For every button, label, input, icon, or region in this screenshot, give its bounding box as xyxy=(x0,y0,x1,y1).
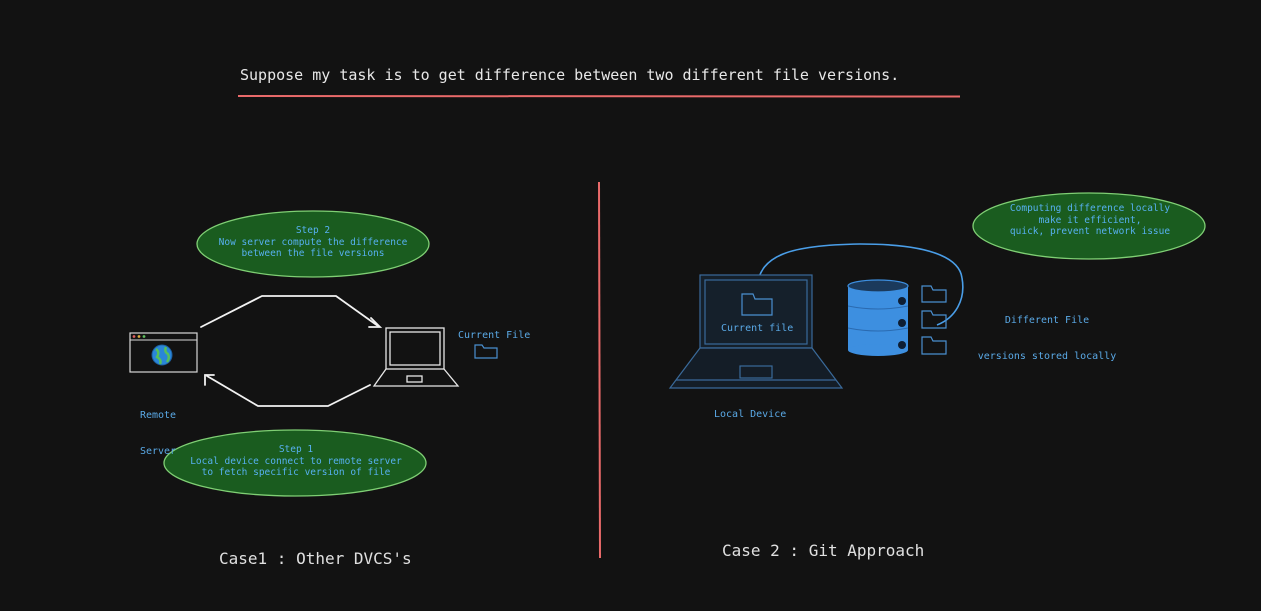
laptop-icon xyxy=(372,327,460,387)
laptop-current-file-label: Current file xyxy=(721,323,794,334)
version-folder-icons xyxy=(921,285,947,355)
laptop-db-connector xyxy=(756,243,964,326)
efficiency-text: Computing difference locally make it eff… xyxy=(974,203,1206,238)
step1-line2: to fetch specific version of file xyxy=(201,467,391,478)
remote-server-line2: Server xyxy=(139,446,177,457)
step2-line1: Now server compute the difference xyxy=(218,236,408,248)
efficiency-bubble xyxy=(972,192,1206,260)
step1-line1: Local device connect to remote server xyxy=(190,455,402,467)
case2-label: Case 2 : Git Approach xyxy=(722,541,925,560)
stored-versions-label: Different File versions stored locally xyxy=(972,291,1122,375)
efficiency-line3: quick, prevent network issue xyxy=(1009,226,1171,237)
step2-title: Step 2 xyxy=(295,225,331,236)
folder-icon-3 xyxy=(921,336,947,355)
current-file-label: Current File xyxy=(458,330,531,341)
efficiency-line2: make it efficient, xyxy=(1038,214,1142,226)
section-divider xyxy=(598,181,601,559)
stored-line2: versions stored locally xyxy=(977,351,1117,362)
remote-server-icon xyxy=(129,332,198,373)
arrow-server-to-laptop xyxy=(200,295,383,328)
efficiency-line1: Computing difference locally xyxy=(1009,203,1171,214)
page-title: Suppose my task is to get difference bet… xyxy=(240,66,900,84)
step2-text: Step 2 Now server compute the difference… xyxy=(198,225,428,260)
stored-line1: Different File xyxy=(1004,315,1090,326)
step2-bubble xyxy=(196,210,430,278)
remote-server-label: Remote Server xyxy=(128,386,188,470)
folder-icon xyxy=(474,344,498,359)
step2-line2: between the file versions xyxy=(241,248,385,259)
folder-icon-2 xyxy=(921,310,947,329)
remote-server-line1: Remote xyxy=(139,410,177,421)
folder-icon-1 xyxy=(921,285,947,303)
step1-bubble xyxy=(163,429,427,497)
local-device-label: Local Device xyxy=(714,409,787,420)
case1-label: Case1 : Other DVCS's xyxy=(219,549,412,568)
current-file-folder-icon xyxy=(741,293,773,316)
local-device-laptop-icon xyxy=(668,274,844,389)
arrow-laptop-to-server xyxy=(204,374,371,407)
step1-title: Step 1 xyxy=(278,444,314,455)
database-icon xyxy=(847,279,909,356)
step1-text: Step 1 Local device connect to remote se… xyxy=(165,444,427,479)
title-underline xyxy=(237,95,961,98)
